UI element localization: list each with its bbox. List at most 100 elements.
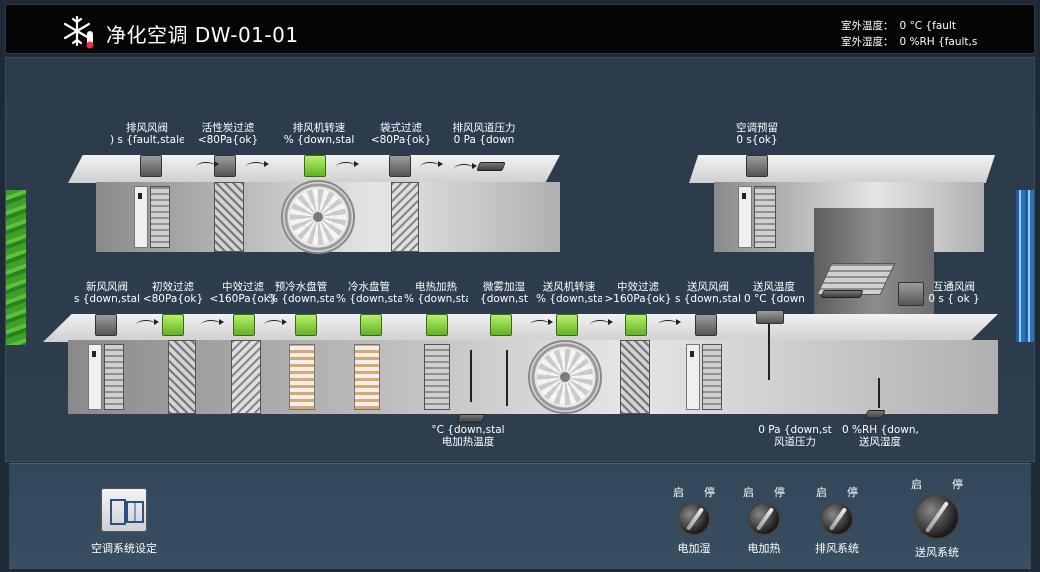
interlink-damper-actuator[interactable] <box>898 282 924 306</box>
reserved-actuator[interactable] <box>746 155 768 177</box>
supply-damper-blades <box>702 344 722 410</box>
flow-arrow-icon <box>530 319 553 330</box>
interlink-damper-bar <box>820 290 864 298</box>
on-label: 启 <box>673 486 684 499</box>
label-precool-coil: 预冷水盘管% {down,sta <box>268 281 334 305</box>
flow-arrow-icon <box>201 319 224 330</box>
system-settings-label: 空调系统设定 <box>91 542 157 555</box>
off-label: 停 <box>952 478 963 491</box>
electric-heating-switch[interactable] <box>747 502 781 536</box>
supply-fan-indicator[interactable] <box>556 314 578 336</box>
fresh-air-damper-blades <box>104 344 124 410</box>
flow-arrow-icon <box>420 161 443 172</box>
flow-arrow-icon <box>196 161 219 172</box>
label-mist-humidifier: 微雾加湿{down,st <box>480 281 528 305</box>
exhaust-damper-blades <box>150 186 170 248</box>
heater-sensor-probe <box>470 350 472 402</box>
reserved-panel <box>738 186 752 248</box>
header-bar: 净化空调 DW-01-01 室外温度：0 °C {fault 室外湿度：0 %R… <box>5 4 1035 54</box>
flow-arrow-icon <box>246 161 269 172</box>
label-supply-humidity: 0 %RH {down,送风湿度 <box>842 424 918 448</box>
electric-humidify-switch[interactable] <box>677 502 711 536</box>
flow-arrow-icon <box>336 161 359 172</box>
flow-arrow-icon <box>264 319 287 330</box>
control-panel: 空调系统设定 启停 电加湿 启停 电加热 启停 排风系统 启停 送风系统 <box>9 463 1031 569</box>
humidifier-pipe <box>506 350 508 406</box>
exhaust-fan[interactable] <box>281 180 355 254</box>
supply-duct-top <box>43 314 998 342</box>
label-cold-coil: 冷水盘管% {down,stal <box>336 281 402 305</box>
precool-coil <box>289 344 315 410</box>
exhaust-system-switch[interactable] <box>820 502 854 536</box>
primary-filter-indicator[interactable] <box>162 314 184 336</box>
supply-damper-panel <box>686 344 700 410</box>
humidity-sensor[interactable] <box>864 410 886 419</box>
exhaust-fan-indicator[interactable] <box>304 155 326 177</box>
humidifier-indicator[interactable] <box>490 314 512 336</box>
on-label: 启 <box>816 486 827 499</box>
air-handler-diagram: 排风风阀) s {fault,stale 活性炭过滤<80Pa{ok} 排风机转… <box>5 57 1035 462</box>
on-label: 启 <box>743 486 754 499</box>
heater-temp-sensor[interactable] <box>456 414 486 423</box>
medium-filter-1 <box>231 340 261 414</box>
medium-filter-1-indicator[interactable] <box>233 314 255 336</box>
label-medium-filter-1: 中效过滤<160Pa{ok} <box>209 281 277 305</box>
supply-damper-actuator[interactable] <box>695 314 717 336</box>
flow-arrow-icon <box>454 163 477 174</box>
knob-electric-heating: 启 停 电加热 <box>743 484 785 556</box>
outdoor-photo-right <box>1016 190 1034 342</box>
knob-label: 排风系统 <box>815 542 859 555</box>
fresh-air-damper-actuator[interactable] <box>95 314 117 336</box>
knob-electric-humidify: 启 停 电加湿 <box>673 484 715 556</box>
primary-filter <box>168 340 196 414</box>
outdoor-temperature: 室外温度：0 °C {fault <box>841 20 956 32</box>
supply-temp-sensor[interactable] <box>756 310 784 324</box>
flow-arrow-icon <box>658 319 681 330</box>
humidity-probe <box>878 378 880 408</box>
supply-temp-probe <box>768 320 770 380</box>
electric-heater-element <box>424 344 450 410</box>
outdoor-photo-left <box>6 190 26 345</box>
activated-carbon-filter <box>214 182 244 252</box>
knob-label: 电加热 <box>747 542 781 555</box>
label-activated-carbon: 活性炭过滤<80Pa{ok} <box>197 122 259 146</box>
outdoor-humidity: 室外湿度：0 %RH {fault,s <box>841 36 978 48</box>
exhaust-damper-actuator[interactable] <box>140 155 162 177</box>
label-bag-filter: 袋式过滤<80Pa{ok} <box>370 122 432 146</box>
knob-label: 电加湿 <box>677 542 711 555</box>
cold-coil-indicator[interactable] <box>360 314 382 336</box>
electric-heating-indicator[interactable] <box>426 314 448 336</box>
on-label: 启 <box>911 478 922 491</box>
flow-arrow-icon <box>590 319 613 330</box>
off-label: 停 <box>704 486 715 499</box>
knob-exhaust-system: 启 停 排风系统 <box>809 484 865 556</box>
knob-supply-system: 启 停 送风系统 <box>907 476 967 560</box>
label-exhaust-fan-speed: 排风机转速% {down,stal <box>283 122 355 146</box>
label-primary-filter: 初效过滤<80Pa{ok} <box>142 281 204 305</box>
medium-filter-2 <box>620 340 650 414</box>
exhaust-damper-panel <box>134 186 148 248</box>
system-settings-button[interactable] <box>101 488 147 532</box>
off-label: 停 <box>774 486 785 499</box>
flow-arrow-icon <box>136 319 159 330</box>
label-supply-fan-speed: 送风机转速% {down,sta <box>536 281 602 305</box>
exhaust-pressure-sensor[interactable] <box>476 162 506 171</box>
medium-filter-2-indicator[interactable] <box>625 314 647 336</box>
knob-label: 送风系统 <box>915 546 959 559</box>
bag-filter-sensor[interactable] <box>389 155 411 177</box>
page-title: 净化空调 DW-01-01 <box>106 23 299 47</box>
precool-coil-indicator[interactable] <box>295 314 317 336</box>
bag-filter <box>391 182 419 252</box>
reserved-damper-blades <box>754 186 776 248</box>
off-label: 停 <box>847 486 858 499</box>
supply-system-switch[interactable] <box>914 494 960 540</box>
supply-fan[interactable] <box>528 340 602 414</box>
label-electric-heating: 电热加热% {down,sta <box>404 281 468 305</box>
